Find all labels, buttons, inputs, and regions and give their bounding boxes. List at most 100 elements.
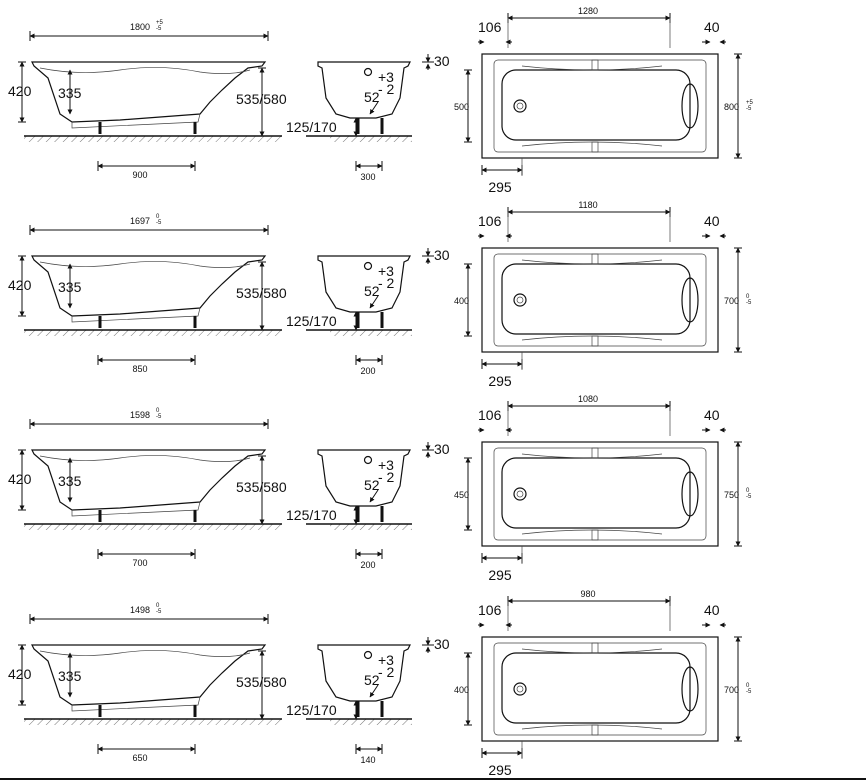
plan-drain-inner — [516, 102, 524, 110]
floor-hatch — [24, 330, 282, 336]
height-range-label: 535/580 — [236, 285, 287, 301]
drain-depth-label: 52 — [364, 89, 380, 105]
plan-drain-offset-label: 295 — [488, 373, 512, 389]
floor-hatch — [24, 719, 282, 725]
depth-total-label: 420 — [8, 83, 32, 99]
plan-width-tol-bottom: -5 — [746, 300, 752, 306]
height-range-label: 535/580 — [236, 674, 287, 690]
overall-length-tol-top: 0 — [156, 214, 160, 220]
plan-offset-right-label: 40 — [704, 19, 720, 35]
plan-width-tol-top: 0 — [746, 488, 750, 494]
end-offset-label: 30 — [434, 247, 450, 263]
overall-length-label: 1498 — [130, 605, 150, 615]
end-floor-hatch — [330, 330, 412, 336]
plan-drain-offset-label: 295 — [488, 762, 512, 778]
plan-width-tol-top: 0 — [746, 683, 750, 689]
tub-side-outline — [31, 644, 267, 706]
plan-headrest — [681, 471, 699, 517]
tub-side-outline — [31, 61, 267, 123]
overall-length-label: 1697 — [130, 216, 150, 226]
drain-tol-plus: +3 — [378, 263, 394, 279]
leg-spacing-label: 850 — [132, 364, 147, 374]
tub-base — [71, 113, 201, 129]
overall-length-tol-top: 0 — [156, 408, 160, 414]
overflow-hole — [363, 455, 373, 465]
plan-rim — [493, 59, 707, 153]
plan-drain-offset-label: 295 — [488, 567, 512, 583]
plan-outer-rect — [481, 441, 719, 547]
overflow-hole — [363, 67, 373, 77]
plan-basin — [501, 69, 691, 141]
plan-inner-width-label: 450 — [454, 490, 469, 500]
plan-handle-top — [591, 642, 599, 654]
plan-headrest — [681, 277, 699, 323]
plan-width-tol-bottom: -5 — [746, 689, 752, 695]
overall-length-tol-bottom: -5 — [156, 414, 162, 420]
leg-spacing-label: 900 — [132, 170, 147, 180]
height-range-label: 535/580 — [236, 91, 287, 107]
tub-base — [71, 696, 201, 712]
leg-height-label: 125/170 — [286, 313, 337, 329]
end-floor-hatch — [330, 136, 412, 142]
plan-drain-inner — [516, 296, 524, 304]
depth-inner-label: 335 — [58, 668, 82, 684]
end-offset-label: 30 — [434, 53, 450, 69]
plan-drain — [513, 99, 527, 113]
end-leg-spacing-label: 140 — [360, 755, 375, 765]
drain-depth-label: 52 — [364, 672, 380, 688]
end-floor-hatch — [330, 719, 412, 725]
plan-rim — [493, 642, 707, 736]
overall-length-tol-bottom: -5 — [156, 26, 162, 32]
end-floor-hatch — [330, 524, 412, 530]
tub-base — [71, 307, 201, 323]
plan-basin — [501, 652, 691, 724]
drain-depth-arrow — [369, 295, 379, 309]
end-leg-spacing-label: 300 — [360, 172, 375, 182]
overflow-hole — [363, 650, 373, 660]
plan-width-label: 750 — [724, 490, 739, 500]
plan-drain — [513, 487, 527, 501]
depth-inner-label: 335 — [58, 85, 82, 101]
plan-headrest — [681, 666, 699, 712]
floor-hatch — [24, 136, 282, 142]
plan-drain — [513, 682, 527, 696]
plan-width-tol-top: 0 — [746, 294, 750, 300]
drain-tol-minus: - 2 — [378, 81, 395, 97]
plan-handle-bottom — [591, 335, 599, 347]
plan-handle-top — [591, 59, 599, 71]
plan-inner-length-label: 980 — [580, 589, 595, 599]
plan-inner-width-label: 400 — [454, 685, 469, 695]
tub-end-outline — [317, 61, 411, 119]
plan-inner-length-label: 1180 — [578, 200, 597, 210]
overall-length-tol-bottom: -5 — [156, 609, 162, 615]
drain-depth-arrow — [369, 489, 379, 503]
plan-handle-bottom — [591, 529, 599, 541]
tub-side-outline — [31, 449, 267, 511]
plan-handle-bottom — [591, 724, 599, 736]
plan-handle-top — [591, 253, 599, 265]
tub-side-outline — [31, 255, 267, 317]
plan-drain — [513, 293, 527, 307]
depth-total-label: 420 — [8, 277, 32, 293]
overall-length-tol-top: 0 — [156, 603, 160, 609]
plan-offset-right-label: 40 — [704, 407, 720, 423]
end-leg-spacing-label: 200 — [360, 366, 375, 376]
plan-offset-right-label: 40 — [704, 602, 720, 618]
drain-tol-plus: +3 — [378, 457, 394, 473]
tub-end-outline — [317, 449, 411, 507]
tub-rim-wave — [39, 261, 251, 268]
plan-basin — [501, 263, 691, 335]
drain-depth-label: 52 — [364, 283, 380, 299]
depth-inner-label: 335 — [58, 279, 82, 295]
plan-outer-rect — [481, 247, 719, 353]
leg-height-label: 125/170 — [286, 119, 337, 135]
floor-hatch — [24, 524, 282, 530]
